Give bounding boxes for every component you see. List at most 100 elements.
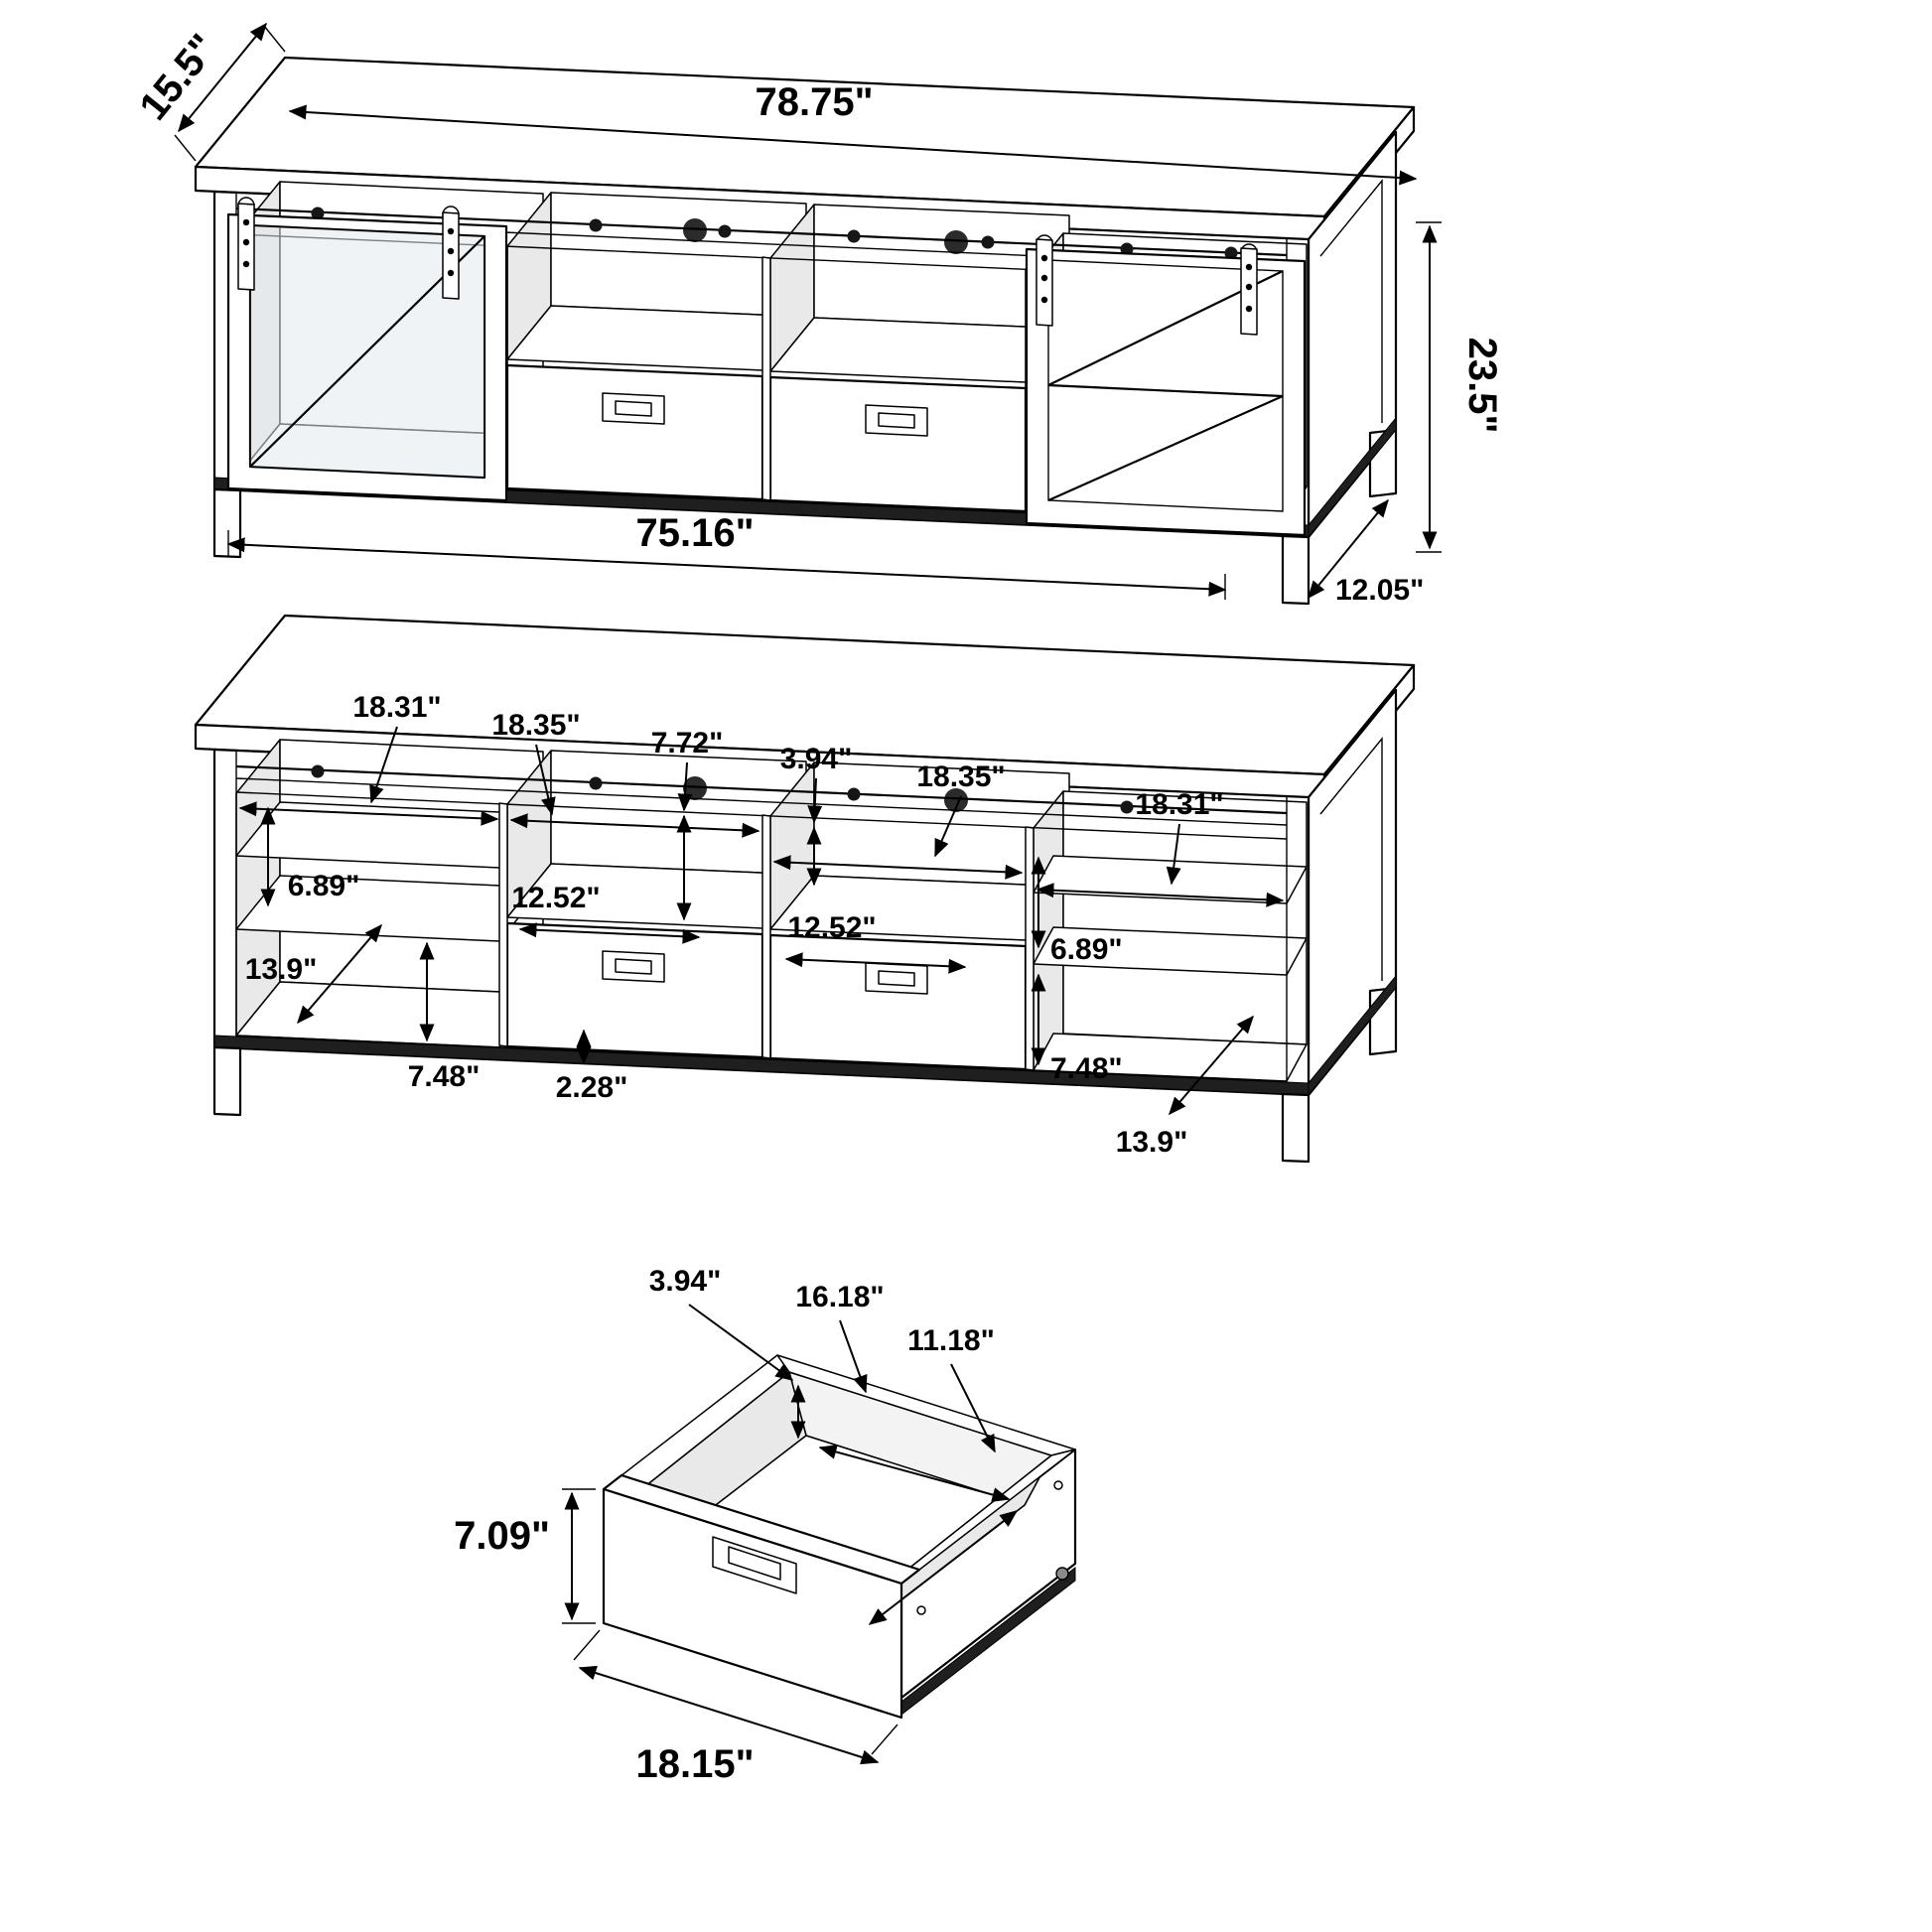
dim-right-mid-bay-width: 18.35": [772, 760, 1024, 880]
dim-drawer-bottom-width: 18.15": [573, 1629, 898, 1786]
dim-left-upper-opening-height: 6.89": [260, 806, 360, 907]
dim-label: 3.94": [780, 743, 853, 775]
glide-wheel: [1055, 1567, 1069, 1581]
dim-drawer-inner-height: 3.94": [649, 1265, 806, 1440]
dim-base-height: 2.28": [556, 1029, 628, 1104]
door-brace: [1047, 394, 1284, 502]
center-right-bay-interior: [768, 204, 1070, 513]
door-strap: [442, 206, 460, 300]
dim-label: 7.72": [651, 727, 724, 759]
rail-roller: [311, 764, 325, 778]
shelf: [235, 875, 544, 942]
rail-roller: [1120, 800, 1134, 814]
dim-drawer-inner-depth: 11.18": [868, 1324, 1019, 1625]
drawer-handle: [712, 1536, 797, 1594]
dim-center-opening-height: 7.72": [651, 727, 724, 921]
rail-roller: [718, 224, 732, 238]
door-strap: [237, 197, 255, 291]
dim-right-lower-opening-height: 7.48": [1031, 973, 1123, 1085]
drawer-front: [768, 375, 1028, 513]
drawer-box: [602, 1354, 1077, 1720]
dim-leg-depth-label: 12.05": [1335, 574, 1424, 607]
drawer-front: [768, 933, 1028, 1071]
dim-label: 12.52": [787, 911, 876, 944]
dim-label: 18.31": [1135, 788, 1223, 821]
dim-left-shelf-depth: 13.9": [245, 923, 382, 1025]
dim-label: 6.89": [1050, 933, 1123, 966]
dim-label: 13.9": [245, 953, 318, 986]
view-drawer-detail: 3.94" 16.18" 11.18" 7.09" 18.15": [454, 1265, 1077, 1786]
front-left-leg: [212, 487, 242, 559]
dim-width-label: 78.75": [755, 80, 873, 124]
dim-label: 2.28": [556, 1071, 628, 1104]
screw: [1053, 1480, 1063, 1490]
dim-label: 11.18": [907, 1324, 995, 1357]
rail-roller: [589, 218, 603, 232]
cable-hole: [683, 218, 707, 242]
dim-label: 7.48": [1050, 1052, 1123, 1085]
dim-label: 6.89": [288, 870, 360, 902]
drawer-handle: [602, 392, 665, 425]
base-rail-side: [1308, 974, 1397, 1097]
door-strap: [1035, 234, 1053, 327]
front-left-leg: [212, 1045, 242, 1117]
sliding-door-rail: [235, 764, 1288, 826]
dim-overall-height: 23.5": [1416, 221, 1504, 553]
dim-label: 3.94": [649, 1265, 722, 1298]
dim-depth-label: 15.5": [131, 26, 225, 128]
dim-right-bay-width: 18.31": [1035, 788, 1285, 907]
rail-roller: [981, 235, 995, 249]
rail-roller: [847, 787, 861, 801]
face-frame: [235, 751, 1288, 1083]
dim-drawer-inner-width: 16.18": [795, 1281, 1011, 1502]
dim-right-shelf-depth: 13.9": [1116, 1015, 1254, 1159]
barn-door-left: [226, 197, 508, 502]
dim-left-lower-opening-height: 7.48": [408, 941, 481, 1093]
drawer-handle: [865, 962, 928, 995]
shelf: [769, 317, 1070, 383]
dim-label: 12.52": [511, 882, 600, 914]
dim-right-upper-opening-height: 6.89": [1031, 856, 1123, 966]
dim-left-mid-bay-width: 18.35": [491, 709, 760, 838]
rail-roller: [589, 776, 603, 790]
dim-label: 18.31": [352, 691, 441, 724]
rail-roller: [847, 229, 861, 243]
dim-label: 18.35": [491, 709, 580, 742]
dim-label: 18.35": [916, 760, 1005, 793]
shelf: [235, 801, 544, 869]
dim-overall-width: 78.75": [288, 80, 1418, 186]
drawer-front: [505, 921, 764, 1059]
drawer-handle: [865, 404, 928, 437]
shelf: [506, 305, 807, 371]
drawer-front-panel: [602, 1487, 903, 1720]
dim-label: 7.09": [454, 1514, 550, 1558]
front-right-leg: [1281, 1092, 1311, 1164]
door-mid-rail: [1047, 383, 1284, 398]
cable-hole: [944, 230, 968, 254]
dim-base-width-label: 75.16": [635, 511, 754, 555]
drawer-handle: [602, 950, 665, 983]
rail-roller: [1224, 246, 1238, 260]
view-overall-console: 15.5" 78.75" 23.5" 75.16" 12.05": [131, 22, 1504, 607]
dim-label: 16.18": [795, 1281, 884, 1313]
screw: [916, 1605, 926, 1615]
dim-leg-depth: 12.05": [1308, 498, 1424, 607]
dim-left-bay-width: 18.31": [238, 691, 499, 826]
dim-left-drawer-width: 12.52": [511, 882, 701, 944]
door-strap: [1240, 243, 1258, 336]
rail-roller: [311, 207, 325, 220]
shelf: [1033, 926, 1308, 976]
barn-door-right: [1025, 234, 1307, 537]
dim-drawer-front-height: 7.09": [454, 1488, 596, 1624]
dim-label: 13.9": [1116, 1126, 1188, 1159]
view-interior-console: 18.31" 18.35" 7.72" 3.94" 18.35" 18.31": [194, 614, 1416, 1164]
drawer-front: [505, 363, 764, 501]
dim-base-width: 75.16": [226, 511, 1227, 600]
dim-label: 7.48": [408, 1060, 481, 1093]
dim-height-label: 23.5": [1460, 338, 1504, 434]
cable-hole: [944, 788, 968, 812]
dim-right-drawer-width: 12.52": [784, 911, 967, 974]
front-right-leg: [1281, 534, 1311, 606]
